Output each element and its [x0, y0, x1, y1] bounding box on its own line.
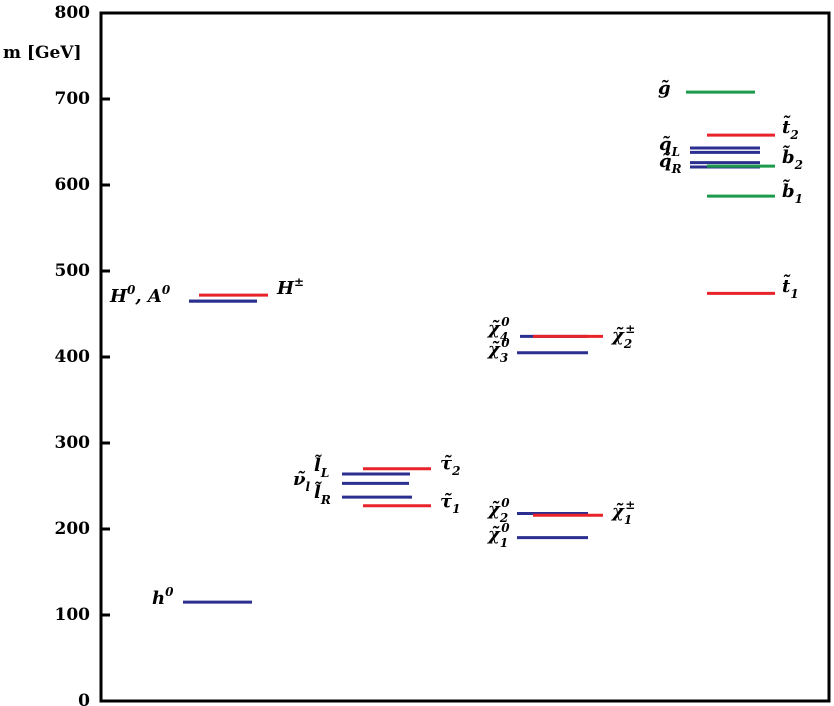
- label-base: l̃: [314, 481, 323, 503]
- label-base: χ̃: [486, 339, 501, 360]
- y-axis-ticks: 0 100 200 300 400 500 600 700 800: [55, 3, 110, 706]
- label-sub: 1: [624, 513, 632, 527]
- label-sub: 2: [623, 337, 632, 351]
- label-h0: h0: [152, 585, 174, 609]
- label-chi30: χ̃30: [486, 336, 510, 365]
- label-base: b̃: [782, 145, 795, 168]
- label-sup: 0: [165, 585, 174, 599]
- label-rest: , A: [134, 286, 162, 307]
- label-sup: ±: [625, 322, 635, 336]
- label-base: τ̃: [440, 491, 453, 512]
- label-chi20: χ̃20: [486, 496, 510, 525]
- label-base: ν̃: [293, 469, 306, 490]
- label-chi2pm: χ̃2±: [610, 322, 635, 351]
- label-base: q̃: [659, 134, 672, 155]
- y-tick-label: 700: [55, 89, 91, 109]
- label-base: b̃: [782, 179, 795, 202]
- label-sub: 2: [499, 511, 508, 525]
- plot-frame: [99, 11, 831, 703]
- label-qR: q̃R: [659, 151, 682, 176]
- label-sub: 2: [451, 464, 460, 478]
- label-tau2: τ̃2: [440, 453, 460, 478]
- y-tick-label: 0: [78, 691, 90, 706]
- label-sub: R: [320, 493, 331, 507]
- y-axis-title: m [GeV]: [3, 43, 82, 63]
- label-b2: b̃2: [782, 145, 803, 172]
- label-nul: ν̃l: [293, 469, 311, 494]
- label-sub: L: [671, 145, 680, 159]
- label-base: τ̃: [440, 453, 453, 474]
- label-chi1pm: χ̃1±: [610, 498, 635, 527]
- label-sup: 0: [501, 521, 510, 535]
- label-qL: q̃L: [659, 134, 680, 159]
- label-base: t̃: [782, 274, 791, 297]
- label-sub: R: [671, 162, 682, 176]
- label-base: χ̃: [486, 318, 501, 339]
- label-tau1: τ̃1: [440, 491, 460, 516]
- label-base: H: [276, 278, 295, 299]
- label-sup: 0: [127, 283, 136, 297]
- y-tick-label: 600: [55, 175, 91, 195]
- label-base: H: [109, 286, 128, 307]
- label-sub: 3: [500, 351, 508, 365]
- label-gluino: g̃: [658, 78, 671, 99]
- label-sup: 0: [501, 336, 510, 350]
- label-sub: 2: [789, 128, 798, 142]
- mass-levels: [183, 90, 775, 604]
- label-chi10: χ̃10: [486, 521, 510, 550]
- y-tick-label: 400: [55, 347, 91, 367]
- label-sub: 1: [500, 536, 508, 550]
- label-base: χ̃: [486, 524, 501, 545]
- label-base: χ̃: [610, 501, 625, 522]
- label-base: g̃: [658, 78, 671, 99]
- y-tick-label: 100: [55, 605, 91, 625]
- label-lL: l̃L: [314, 454, 329, 480]
- label-base: χ̃: [610, 325, 625, 346]
- label-sup: ±: [294, 275, 304, 289]
- label-b1: b̃1: [782, 179, 803, 206]
- label-sub: l: [306, 480, 311, 494]
- label-lR: l̃R: [314, 481, 331, 507]
- y-tick-label: 500: [55, 261, 91, 281]
- label-Hpm: H±: [276, 275, 304, 299]
- label-sub: 1: [795, 192, 803, 206]
- label-chi40: χ̃40: [486, 315, 510, 344]
- label-sub: L: [320, 466, 329, 480]
- label-sup: 0: [501, 315, 510, 329]
- label-t2: t̃2: [782, 115, 799, 142]
- label-sup: ±: [625, 498, 635, 512]
- y-tick-label: 200: [55, 519, 91, 539]
- label-sup: 0: [501, 496, 510, 510]
- label-sub: 1: [790, 287, 798, 301]
- label-sup2: 0: [162, 283, 171, 297]
- y-tick-label: 300: [55, 433, 91, 453]
- label-sub: 4: [500, 330, 508, 344]
- label-base: q̃: [659, 151, 672, 172]
- label-base: l̃: [314, 454, 323, 476]
- label-base: t̃: [782, 115, 791, 138]
- label-base: h: [152, 588, 165, 609]
- label-base: χ̃: [486, 499, 501, 520]
- label-H0A0: H0, A0: [109, 283, 171, 307]
- label-sub: 2: [794, 158, 803, 172]
- label-sub: 1: [452, 502, 460, 516]
- y-tick-label: 800: [55, 3, 91, 23]
- label-t1: t̃1: [782, 274, 799, 301]
